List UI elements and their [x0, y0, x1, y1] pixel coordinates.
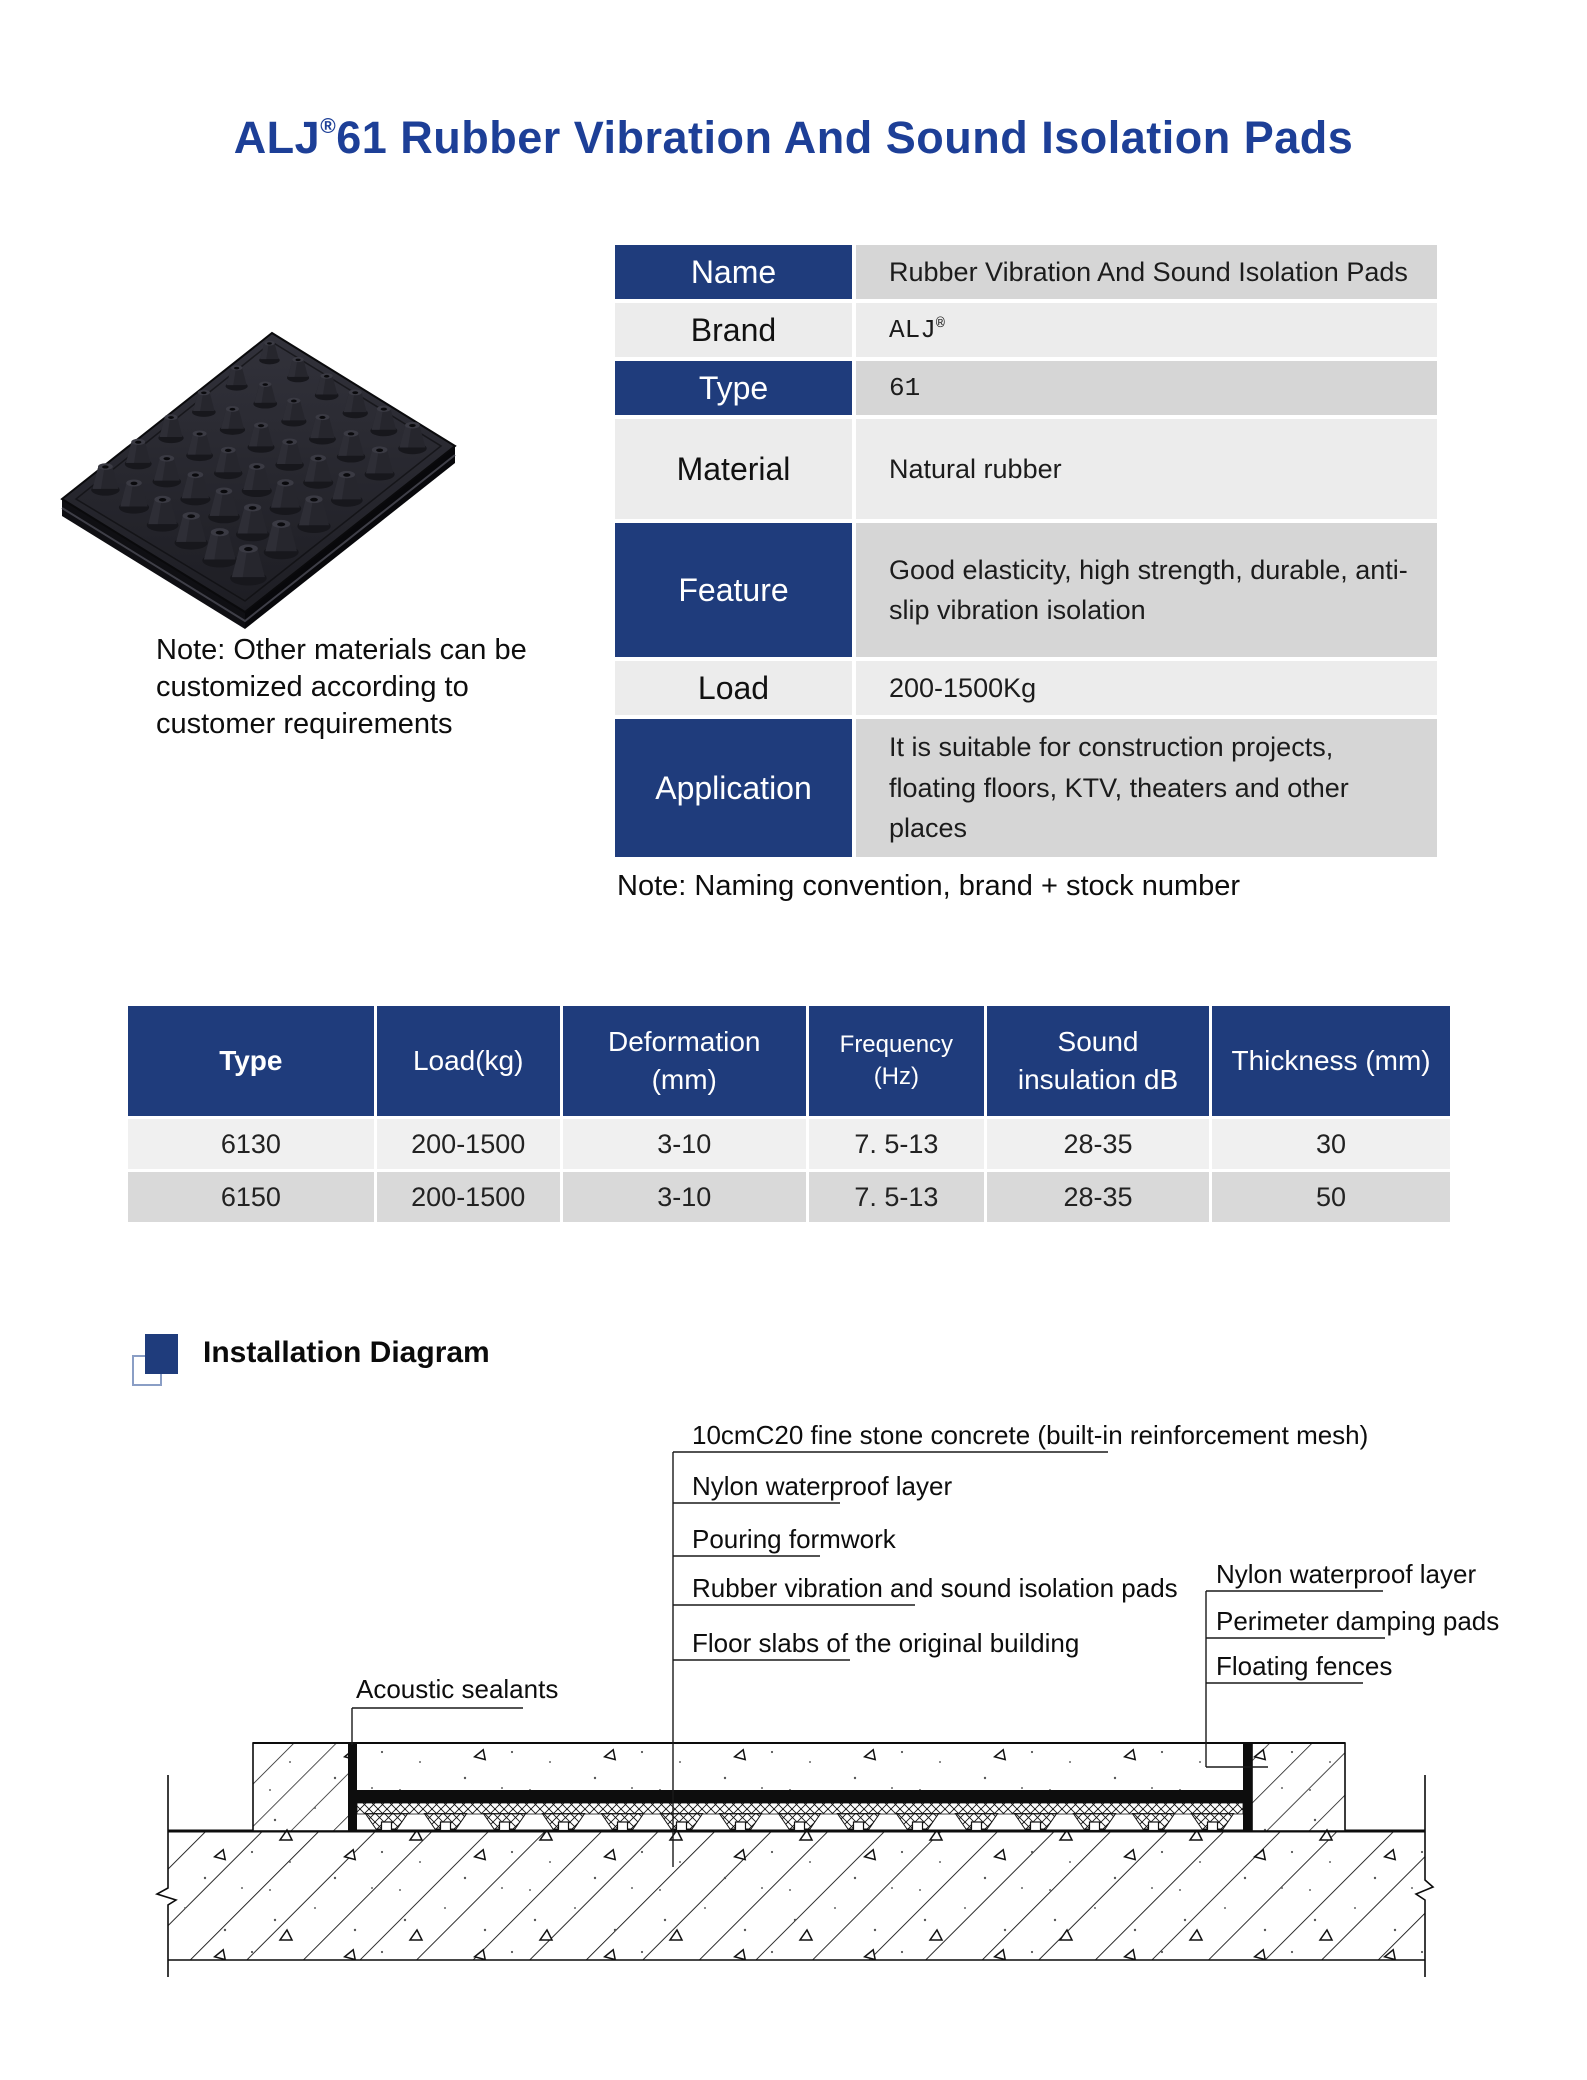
heading-square-icon	[145, 1334, 178, 1374]
table-row: 6150 200-1500 3-10 7. 5-13 28-35 50	[128, 1172, 1450, 1222]
wall-left	[252, 1742, 350, 1832]
spec-value: It is suitable for construction projects…	[856, 719, 1437, 857]
spec-row-application: Application It is suitable for construct…	[615, 719, 1437, 857]
col-header-frequency: Frequency (Hz)	[808, 1006, 984, 1116]
col-header-thickness: Thickness (mm)	[1212, 1006, 1450, 1116]
col-header-sound: Sound insulation dB	[986, 1006, 1210, 1116]
title-brand: ALJ	[233, 112, 321, 164]
spec-row-brand: Brand ALJ®	[615, 303, 1437, 357]
spec-row-feature: Feature Good elasticity, high strength, …	[615, 523, 1437, 657]
photo-note-line: customized according to	[156, 671, 469, 703]
registered-trademark-icon: ®	[320, 115, 337, 139]
table-row: 6130 200-1500 3-10 7. 5-13 28-35 30	[128, 1119, 1450, 1169]
spec-value: Natural rubber	[856, 419, 1437, 519]
leader-lines	[351, 1451, 1385, 1867]
spec-value: ALJ®	[856, 303, 1437, 357]
cell: 28-35	[986, 1119, 1210, 1169]
spec-label: Name	[615, 245, 852, 299]
page-title: ALJ®61 Rubber Vibration And Sound Isolat…	[0, 112, 1587, 164]
col-header-type: Type	[128, 1006, 374, 1116]
photo-note-line: Note: Other materials can be	[156, 634, 527, 666]
label-floating-fences: Floating fences	[1216, 1651, 1392, 1681]
spec-value: 200-1500Kg	[856, 661, 1437, 715]
pad-rim	[61, 454, 456, 623]
acoustic-sealant-right	[1243, 1743, 1252, 1831]
label-acoustic-sealants: Acoustic sealants	[356, 1674, 558, 1704]
cell: 200-1500	[376, 1172, 560, 1222]
registered-trademark-icon: ®	[935, 314, 945, 332]
waterproof-layer	[357, 1790, 1243, 1803]
spec-value: 61	[856, 361, 1437, 415]
original-floor-slab	[154, 1775, 1435, 1977]
spec-row-load: Load 200-1500Kg	[615, 661, 1437, 715]
product-photo	[60, 331, 457, 629]
break-line-left	[154, 1775, 178, 1977]
label-nylon-right: Nylon waterproof layer	[1216, 1559, 1476, 1589]
spec-label: Material	[615, 419, 852, 519]
spec-table: Name Rubber Vibration And Sound Isolatio…	[615, 245, 1437, 861]
col-header-deformation: Deformation (mm)	[562, 1006, 806, 1116]
spec-label: Load	[615, 661, 852, 715]
cell: 7. 5-13	[808, 1172, 984, 1222]
label-formwork: Pouring formwork	[692, 1524, 897, 1554]
acoustic-sealant-left	[348, 1743, 357, 1831]
performance-table-header: Type Load(kg) Deformation (mm) Frequency…	[128, 1006, 1450, 1116]
performance-table: Type Load(kg) Deformation (mm) Frequency…	[128, 1006, 1450, 1225]
label-perimeter-pads: Perimeter damping pads	[1216, 1606, 1499, 1636]
photo-note-line: customer requirements	[156, 708, 453, 740]
photo-note: Note: Other materials can be customized …	[156, 632, 527, 743]
col-header-load: Load(kg)	[376, 1006, 560, 1116]
naming-note: Note: Naming convention, brand + stock n…	[617, 870, 1241, 902]
spec-label: Brand	[615, 303, 852, 357]
spec-label: Feature	[615, 523, 852, 657]
label-rubber-pads: Rubber vibration and sound isolation pad…	[692, 1573, 1178, 1603]
label-nylon-left: Nylon waterproof layer	[692, 1471, 952, 1501]
installation-diagram: 10cmC20 fine stone concrete (built-in re…	[154, 1420, 1499, 1977]
label-concrete: 10cmC20 fine stone concrete (built-in re…	[692, 1420, 1368, 1450]
cell: 7. 5-13	[808, 1119, 984, 1169]
spec-label: Type	[615, 361, 852, 415]
cell: 30	[1212, 1119, 1450, 1169]
spec-value: Rubber Vibration And Sound Isolation Pad…	[856, 245, 1437, 299]
spec-row-material: Material Natural rubber	[615, 419, 1437, 519]
cell: 6130	[128, 1119, 374, 1169]
cell: 3-10	[562, 1119, 806, 1169]
rubber-pad-layer	[356, 1802, 1244, 1831]
spec-row-type: Type 61	[615, 361, 1437, 415]
wall-right	[1251, 1742, 1346, 1832]
spec-label: Application	[615, 719, 852, 857]
cell: 50	[1212, 1172, 1450, 1222]
label-floor-slabs: Floor slabs of the original building	[692, 1628, 1079, 1658]
floating-slab	[253, 1742, 1345, 1790]
cell: 200-1500	[376, 1119, 560, 1169]
spec-row-name: Name Rubber Vibration And Sound Isolatio…	[615, 245, 1437, 299]
spec-value: Good elasticity, high strength, durable,…	[856, 523, 1437, 657]
cell: 28-35	[986, 1172, 1210, 1222]
title-rest: 61 Rubber Vibration And Sound Isolation …	[336, 112, 1354, 164]
cell: 3-10	[562, 1172, 806, 1222]
pad-studs	[91, 340, 427, 586]
break-line-right	[1414, 1775, 1435, 1977]
cell: 6150	[128, 1172, 374, 1222]
installation-heading-label: Installation Diagram	[203, 1336, 490, 1369]
